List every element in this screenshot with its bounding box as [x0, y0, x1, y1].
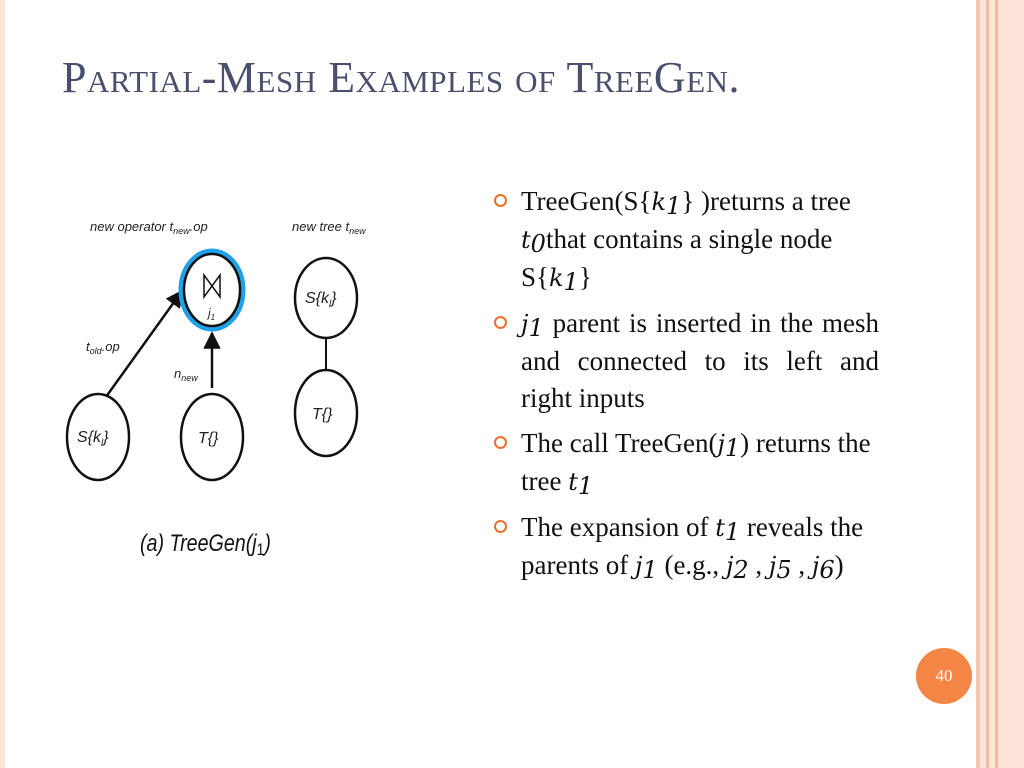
right-stripe-decoration [995, 0, 998, 768]
tree-diagram: new operator tnew.op new tree tnew told.… [65, 219, 366, 482]
bullet-icon [494, 316, 507, 329]
slide-title: Partial-Mesh Examples of TreeGen. [62, 53, 741, 102]
bullet-item: The call TreeGen(j1) returns the tree t1 [494, 425, 879, 501]
bullet-icon [494, 436, 507, 449]
left-border-decoration [0, 0, 5, 768]
right-stripe-decoration [986, 0, 989, 768]
bullet-item: The expansion of t1 reveals the parents … [494, 509, 879, 585]
page-number-badge: 40 [916, 648, 972, 704]
right-stripe-decoration [998, 0, 1024, 768]
right-stripe-decoration [989, 0, 995, 768]
node-t-right-label: T{} [312, 406, 333, 423]
node-s-right [293, 256, 359, 340]
label-new-tree: new tree tnew [292, 219, 366, 236]
node-s-left-label: S{kl} [77, 429, 109, 449]
join-node-highlight [178, 248, 246, 332]
right-stripe-decoration [976, 0, 980, 768]
bullet-item: TreeGen(S{k1} )returns a tree t0that con… [494, 183, 879, 297]
node-s-right-label: S{kl} [305, 290, 337, 310]
join-node [182, 252, 242, 328]
join-node-label: j1 [206, 306, 215, 322]
join-icon [203, 272, 221, 300]
edge-arrow-old-op [96, 289, 184, 409]
node-t-middle-label: T{} [198, 430, 219, 447]
bullet-icon [494, 194, 507, 207]
treegen-figure: new operator tnew.op new tree tnew told.… [60, 205, 390, 595]
bullet-list: TreeGen(S{k1} )returns a tree t0that con… [494, 183, 879, 593]
label-t-old: told.op [86, 339, 120, 356]
node-t-middle [179, 392, 245, 482]
node-s-left [65, 392, 131, 482]
label-n-new: nnew [174, 366, 198, 383]
bullet-item: j1 parent is inserted in the mesh and co… [494, 305, 879, 417]
node-t-right [293, 368, 359, 458]
right-stripe-decoration [980, 0, 986, 768]
label-new-operator: new operator tnew.op [90, 219, 208, 236]
figure-caption: (a) TreeGen(j1) [140, 530, 271, 559]
bullet-icon [494, 520, 507, 533]
